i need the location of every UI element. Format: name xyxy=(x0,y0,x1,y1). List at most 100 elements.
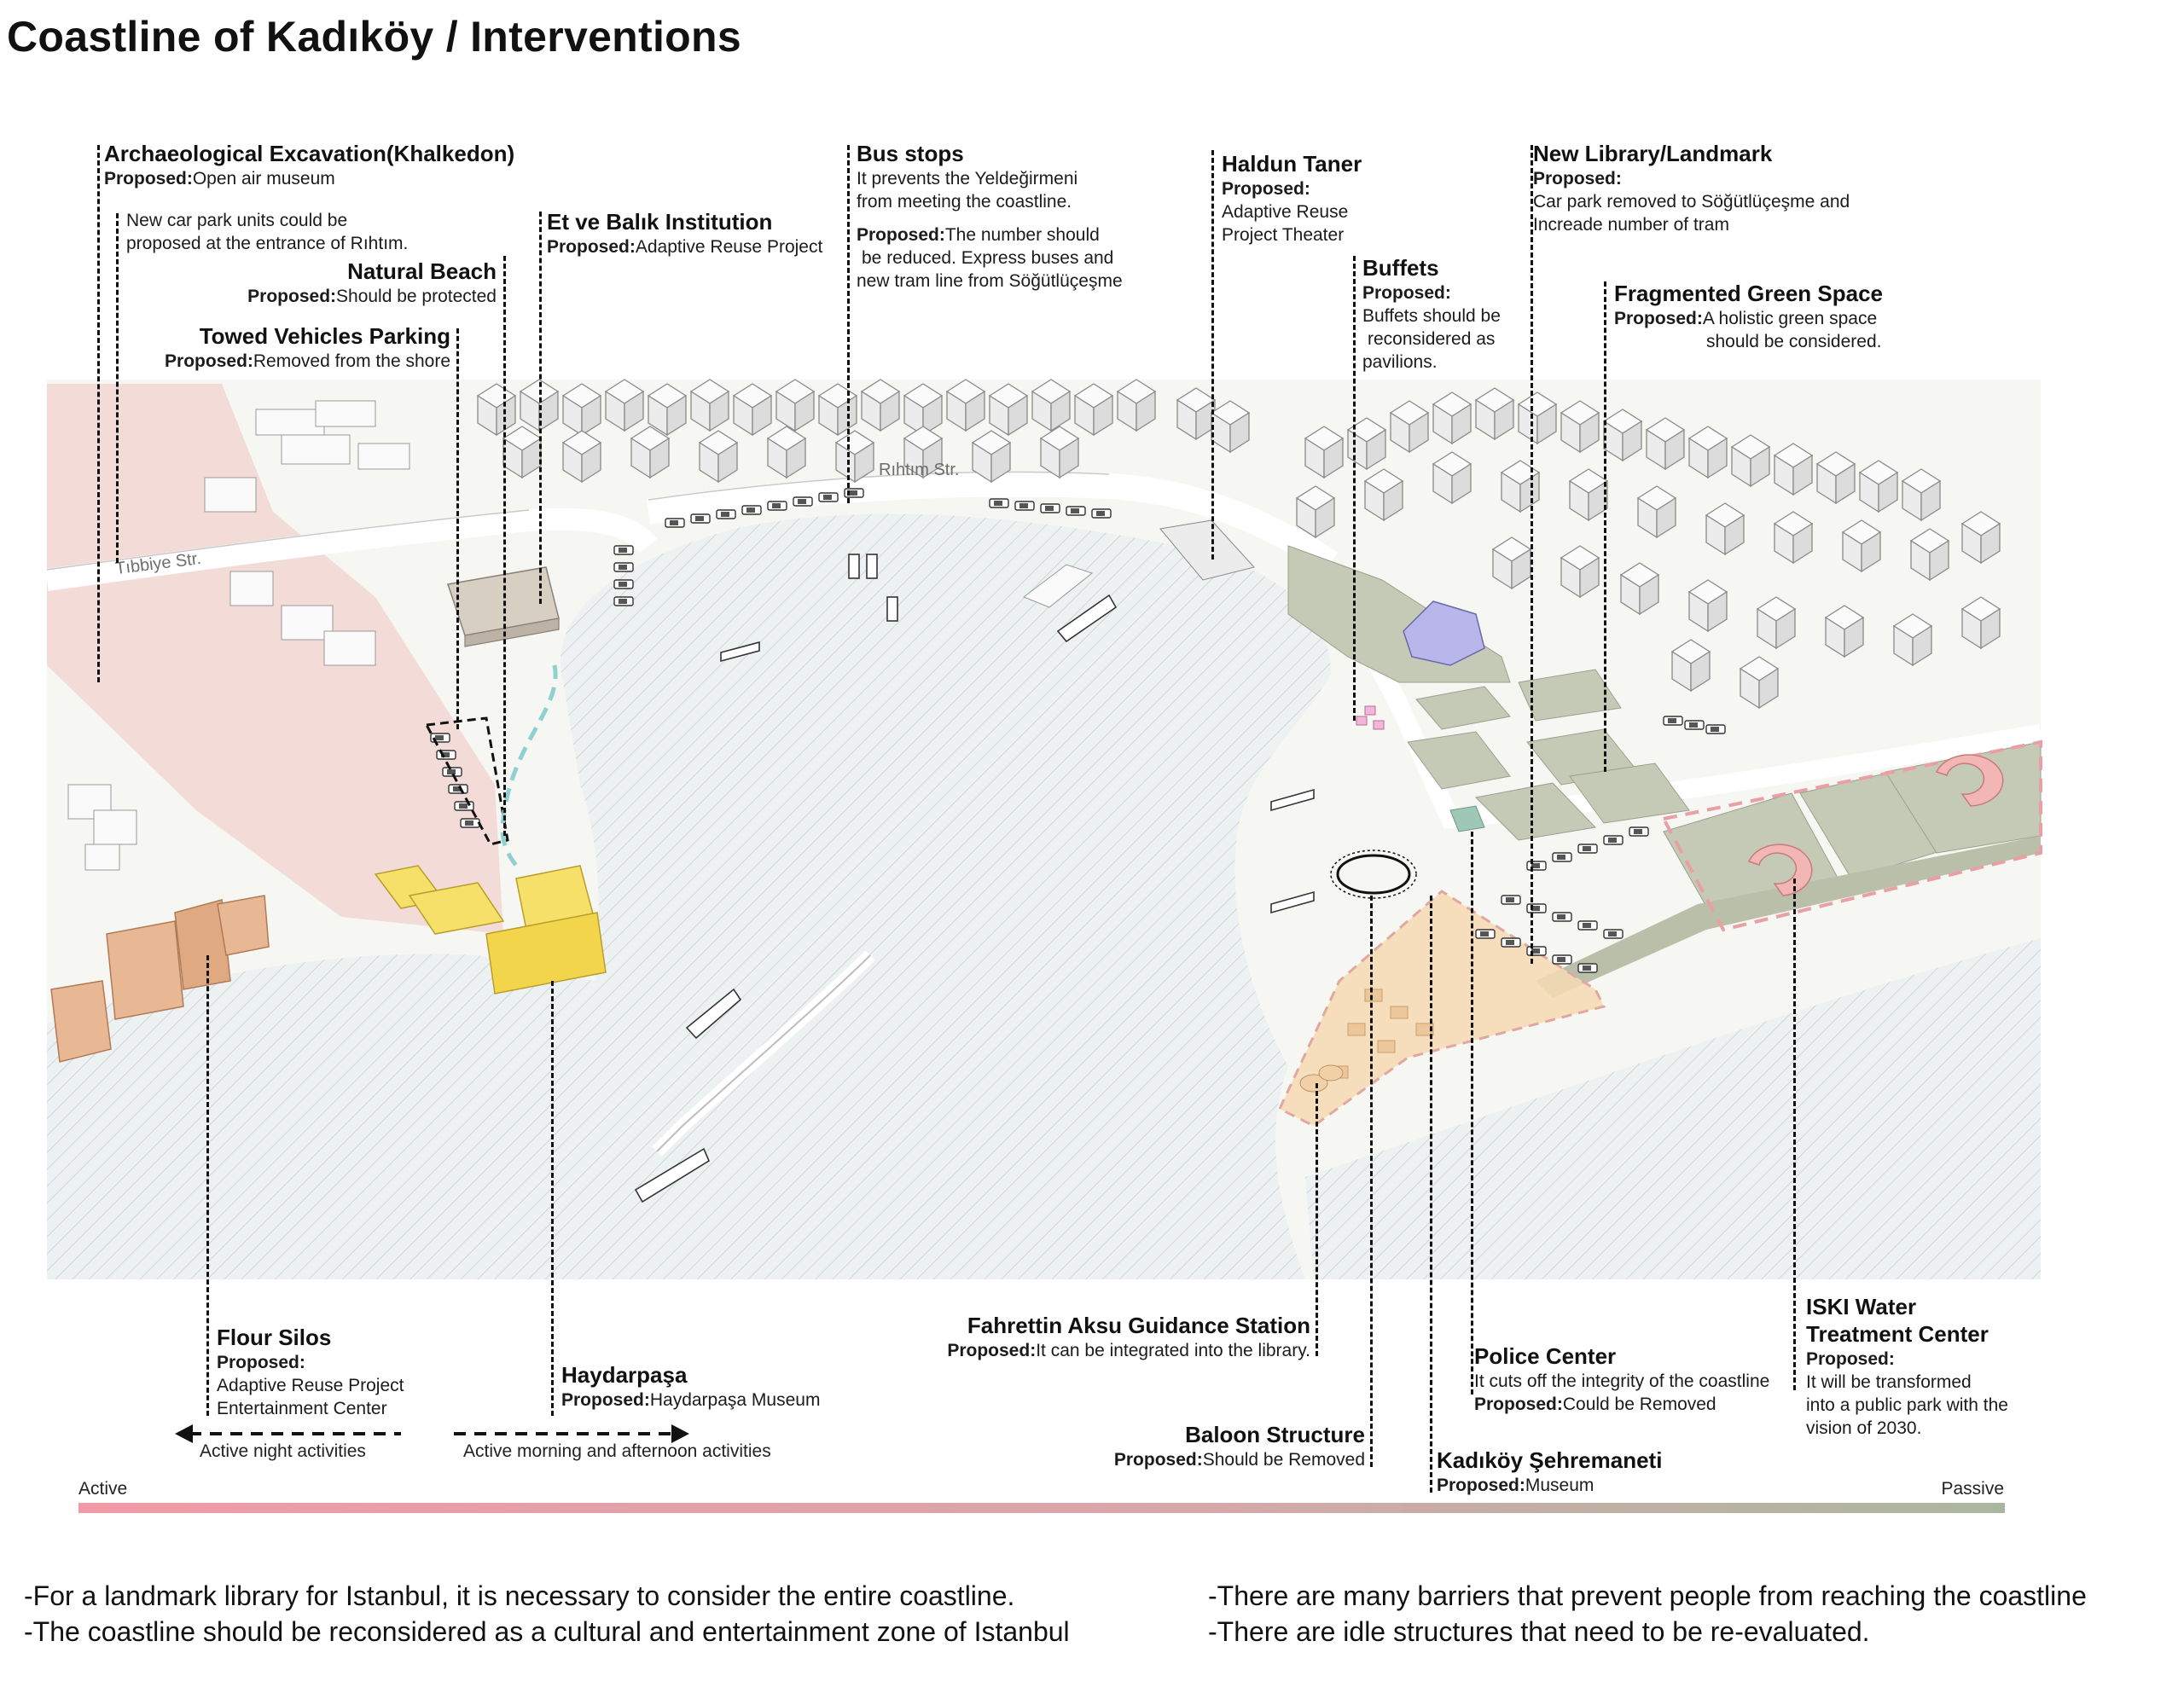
annotation-proposal: Should be protected xyxy=(336,287,497,306)
annotation-title: Bus stops xyxy=(857,141,964,166)
annotation-proposal: Car park removed to Söğütlüçeşme and xyxy=(1533,192,1850,212)
annotation-proposal: new tram line from Söğütlüçeşme xyxy=(857,271,1123,291)
annotation-haldun-taner: Haldun Taner Proposed: Adaptive Reuse Pr… xyxy=(1222,150,1362,246)
page-title: Coastline of Kadıköy / Interventions xyxy=(7,13,741,61)
leader-archaeological xyxy=(97,145,100,682)
proposed-label: Proposed: xyxy=(165,351,253,371)
annotation-proposal: Should be Removed xyxy=(1202,1450,1365,1470)
annotation-bus-stops: Bus stops It prevents the Yeldeğirmeni f… xyxy=(857,140,1123,293)
left-warehouses xyxy=(67,400,410,871)
annotation-proposal: Buffets should be xyxy=(1362,306,1501,326)
bay-water xyxy=(560,513,1331,1279)
annotation-desc: from meeting the coastline. xyxy=(857,192,1072,212)
archaeological-zone xyxy=(47,384,503,934)
annotation-proposal: Could be Removed xyxy=(1562,1395,1716,1414)
sehremaneti-zone xyxy=(1278,890,1606,1128)
haldun-taner-building xyxy=(1159,519,1255,581)
buffet-pavilions xyxy=(1356,705,1385,730)
leader-natural-beach xyxy=(503,256,506,836)
proposed-label: Proposed: xyxy=(1362,283,1451,303)
haydarpasa-building xyxy=(374,865,607,994)
leader-new-library xyxy=(1531,145,1533,964)
annotation-proposal: vision of 2030. xyxy=(1806,1418,1922,1438)
proposed-label: Proposed: xyxy=(1533,169,1622,188)
annotation-desc: It cuts off the integrity of the coastli… xyxy=(1474,1371,1770,1391)
night-activities-label: Active night activities xyxy=(200,1441,366,1461)
annotation-proposal: be reduced. Express buses and xyxy=(862,248,1114,268)
annotation-line: proposed at the entrance of Rıhtım. xyxy=(126,234,409,253)
leader-buffets xyxy=(1353,256,1356,721)
annotation-police: Police Center It cuts off the integrity … xyxy=(1474,1342,1769,1416)
activity-gradient-bar xyxy=(78,1503,2005,1513)
leader-bus-stops xyxy=(847,145,850,503)
proposed-label: Proposed: xyxy=(1614,309,1703,328)
leader-fahrettin xyxy=(1316,1083,1318,1356)
leader-haydarpasa xyxy=(551,981,554,1416)
note-left: -For a landmark library for Istanbul, it… xyxy=(24,1578,1070,1650)
annotation-fahrettin: Fahrettin Aksu Guidance Station Proposed… xyxy=(947,1312,1310,1362)
annotation-archaeological: Archaeological Excavation(Khalkedon) Pro… xyxy=(104,140,514,190)
proposed-label: Proposed: xyxy=(104,169,193,188)
annotation-title: Treatment Center xyxy=(1806,1321,1989,1347)
leader-iski xyxy=(1793,878,1796,1390)
proposed-label: Proposed: xyxy=(1437,1476,1525,1495)
annotation-natural-beach: Natural Beach Proposed:Should be protect… xyxy=(247,258,497,308)
annotation-line: New car park units could be xyxy=(126,211,348,230)
proposed-label: Proposed: xyxy=(1806,1349,1895,1369)
annotation-proposal: Adaptive Reuse Project xyxy=(217,1376,404,1395)
annotation-title: Baloon Structure xyxy=(1185,1422,1365,1447)
police-building xyxy=(1449,805,1485,832)
proposed-label: Proposed: xyxy=(1113,1450,1203,1470)
leader-et-balik xyxy=(539,212,542,604)
annotation-green-space: Fragmented Green Space Proposed:A holist… xyxy=(1614,280,1883,353)
scale-active-label: Active xyxy=(78,1479,128,1499)
annotation-proposal: into a public park with the xyxy=(1806,1395,2008,1415)
annotation-proposal: A holistic green space xyxy=(1702,309,1878,328)
annotation-title: Fragmented Green Space xyxy=(1614,281,1883,306)
sehremaneti-round-2 xyxy=(1318,1064,1344,1081)
day-activities-label: Active morning and afternoon activities xyxy=(463,1441,771,1461)
annotation-title: Buffets xyxy=(1362,255,1439,281)
annotation-proposal: It can be integrated into the library. xyxy=(1036,1341,1310,1360)
leader-green-space xyxy=(1604,281,1606,772)
annotation-proposal: Haydarpaşa Museum xyxy=(649,1390,821,1410)
iski-structure-1 xyxy=(1747,844,1813,896)
annotation-buffets: Buffets Proposed: Buffets should be reco… xyxy=(1362,254,1501,374)
annotation-title: Fahrettin Aksu Guidance Station xyxy=(967,1313,1310,1338)
note-line: -The coastline should be reconsidered as… xyxy=(24,1616,1070,1647)
annotation-haydarpasa: Haydarpaşa Proposed:Haydarpaşa Museum xyxy=(561,1361,820,1412)
rihtim-road xyxy=(646,471,1338,574)
ferry-quay xyxy=(1022,564,1094,608)
proposed-label: Proposed: xyxy=(947,1341,1037,1360)
annotation-title: Haldun Taner xyxy=(1222,151,1362,177)
proposed-label: Proposed: xyxy=(247,287,337,306)
annotation-car-park: New car park units could be proposed at … xyxy=(126,209,408,255)
annotation-title: Towed Vehicles Parking xyxy=(199,323,450,349)
annotation-new-library: New Library/Landmark Proposed: Car park … xyxy=(1533,140,1850,236)
sea-right xyxy=(1305,938,2041,1279)
iski-zone xyxy=(1660,739,2042,932)
boats xyxy=(634,554,1315,1203)
activity-arrows xyxy=(175,1424,689,1443)
ferry-route xyxy=(500,664,558,872)
leader-towed-vehicles xyxy=(456,328,459,729)
annotation-title: Police Center xyxy=(1474,1343,1617,1369)
note-line: -For a landmark library for Istanbul, it… xyxy=(24,1580,1015,1611)
proposed-label: Proposed: xyxy=(1474,1395,1563,1414)
annotation-title: Kadıköy Şehremaneti xyxy=(1437,1447,1663,1473)
leader-police xyxy=(1471,832,1473,1395)
annotation-proposal: The number should xyxy=(944,225,1100,245)
annotation-proposal: Open air museum xyxy=(192,169,335,188)
library-site-building xyxy=(1403,600,1485,666)
annotation-baloon: Baloon Structure Proposed:Should be Remo… xyxy=(1114,1421,1365,1471)
proposed-label: Proposed: xyxy=(217,1353,305,1372)
annotation-title: Haydarpaşa xyxy=(561,1362,688,1388)
rihtim-street-label: Rıhtım Str. xyxy=(879,461,960,479)
flour-silos-building xyxy=(50,895,270,1063)
proposed-label: Proposed: xyxy=(1222,179,1310,199)
annotation-proposal: reconsidered as xyxy=(1368,329,1496,349)
annotation-title: Archaeological Excavation(Khalkedon) xyxy=(104,141,515,166)
annotation-title: New Library/Landmark xyxy=(1533,141,1773,166)
iski-structure-2 xyxy=(1935,754,2004,807)
